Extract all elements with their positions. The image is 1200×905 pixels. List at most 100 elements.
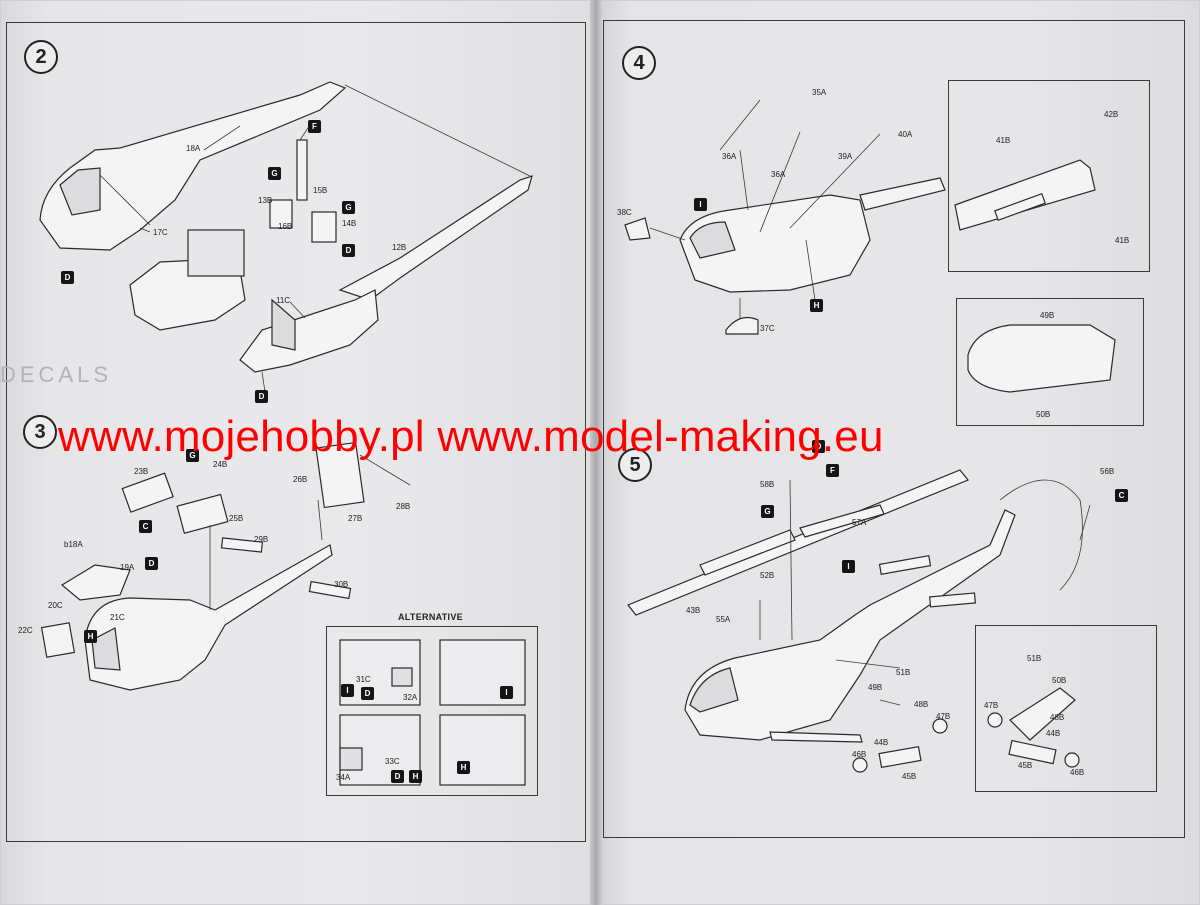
label-16B: 16B (278, 222, 293, 231)
label-43B: 43B (686, 606, 701, 615)
step3-seat-22C (40, 622, 76, 658)
frame-step-2 (6, 22, 586, 842)
step5-rotor-blade-left (699, 529, 796, 576)
step5-part-45B (878, 745, 922, 769)
label-29B: 29B (254, 535, 269, 544)
label-12B: 12B (392, 243, 407, 252)
label-b18A: b18A (64, 540, 83, 549)
label-19A: 19A (120, 563, 135, 572)
alternative-title: ALTERNATIVE (398, 612, 463, 622)
step2-cockpit-window (59, 167, 101, 216)
label-23B: 23B (134, 467, 149, 476)
label-41B-b: 41B (1115, 236, 1130, 245)
step3-tail-fin (315, 441, 365, 509)
badge-I-step5: I (842, 560, 855, 573)
badge-G-step2-b: G (342, 201, 355, 214)
step4-skid-detail-body (967, 324, 1116, 393)
decals-text-fragment: DECALS (0, 362, 113, 387)
step2-part-14B (311, 211, 337, 243)
label-26B: 26B (293, 475, 308, 484)
alt-window-34A (339, 747, 363, 771)
label-51B-b: 51B (1027, 654, 1042, 663)
frame-skid-detail-5 (975, 625, 1157, 792)
label-13B: 13B (258, 196, 273, 205)
step4-nose-38C (624, 217, 651, 241)
label-50B-a: 50B (1036, 410, 1051, 419)
badge-I-alt-b: I (500, 686, 513, 699)
step-number-5: 5 (618, 448, 652, 482)
frame-skid-detail (956, 298, 1144, 426)
step5-horizontal-stab-2 (928, 592, 976, 608)
badge-H-step4: H (810, 299, 823, 312)
label-36A-a: 36A (722, 152, 737, 161)
badge-C-step3: C (139, 520, 152, 533)
badge-G-step5: G (761, 505, 774, 518)
label-42B: 42B (1104, 110, 1119, 119)
label-36A-b: 36A (771, 170, 786, 179)
badge-D-step3: D (145, 557, 158, 570)
label-41B-a: 41B (996, 136, 1011, 145)
label-46B-a: 46B (852, 750, 867, 759)
step5-windscreen (689, 667, 739, 713)
badge-H-alt-a: H (409, 770, 422, 783)
label-21C: 21C (110, 613, 125, 622)
step5-detail-wheel-47B (987, 712, 1003, 728)
badge-D-alt-b: D (391, 770, 404, 783)
label-37C: 37C (760, 324, 775, 333)
label-32A: 32A (403, 693, 418, 702)
frame-tail-detail (948, 80, 1150, 272)
step2-fuselage-11C (239, 289, 379, 373)
step2-tail-boom-12B (338, 175, 533, 301)
step5-fuselage (684, 509, 1016, 741)
label-44B-a: 44B (874, 738, 889, 747)
badge-D-step2-a: D (342, 244, 355, 257)
label-18A: 18A (186, 144, 201, 153)
frame-alternative (326, 626, 538, 796)
label-24B: 24B (213, 460, 228, 469)
label-55A: 55A (716, 615, 731, 624)
step4-cargo-hook-37C (725, 317, 759, 335)
label-51B-a: 51B (896, 668, 911, 677)
badge-D-alt-a: D (361, 687, 374, 700)
badge-G-step2: G (268, 167, 281, 180)
page-spine (590, 0, 602, 905)
badge-H-step3: H (84, 630, 97, 643)
label-25B: 25B (229, 514, 244, 523)
label-27B: 27B (348, 514, 363, 523)
label-34A: 34A (336, 773, 351, 782)
step5-skid-detail (1009, 687, 1076, 741)
step3-stab-30B (308, 580, 352, 600)
badge-I-alt: I (341, 684, 354, 697)
step3-nose-window (91, 627, 121, 671)
step5-detail-45B (1008, 739, 1057, 765)
label-33C: 33C (385, 757, 400, 766)
badge-D-step5: D (812, 440, 825, 453)
label-50B-b: 50B (1052, 676, 1067, 685)
step3-part-23B (121, 472, 174, 513)
label-45B-b: 45B (1018, 761, 1033, 770)
badge-I-step4: I (694, 198, 707, 211)
alt-window-32A (391, 667, 413, 687)
label-44B-b: 44B (1046, 729, 1061, 738)
watermark-url: www.mojehobby.pl www.model-making.eu (58, 412, 884, 461)
alt-panel-4 (439, 714, 526, 786)
label-38C: 38C (617, 208, 632, 217)
label-28B: 28B (396, 502, 411, 511)
badge-D-step2-b: D (61, 271, 74, 284)
step4-tail-fragment (859, 177, 946, 211)
step5-wheel-46B (852, 757, 868, 773)
step-number-4: 4 (622, 46, 656, 80)
label-30B: 30B (334, 580, 349, 589)
label-14B: 14B (342, 219, 357, 228)
step5-rotor-blade-right (799, 504, 885, 538)
step2-door-window (271, 298, 296, 351)
badge-G-step3: G (186, 449, 199, 462)
label-31C: 31C (356, 675, 371, 684)
label-48B-b: 48B (1050, 713, 1065, 722)
step5-detail-wheel-46B (1064, 752, 1080, 768)
frame-step-4 (603, 20, 1185, 838)
label-58B: 58B (760, 480, 775, 489)
label-48B-a: 48B (914, 700, 929, 709)
badge-C-step5: C (1115, 489, 1128, 502)
